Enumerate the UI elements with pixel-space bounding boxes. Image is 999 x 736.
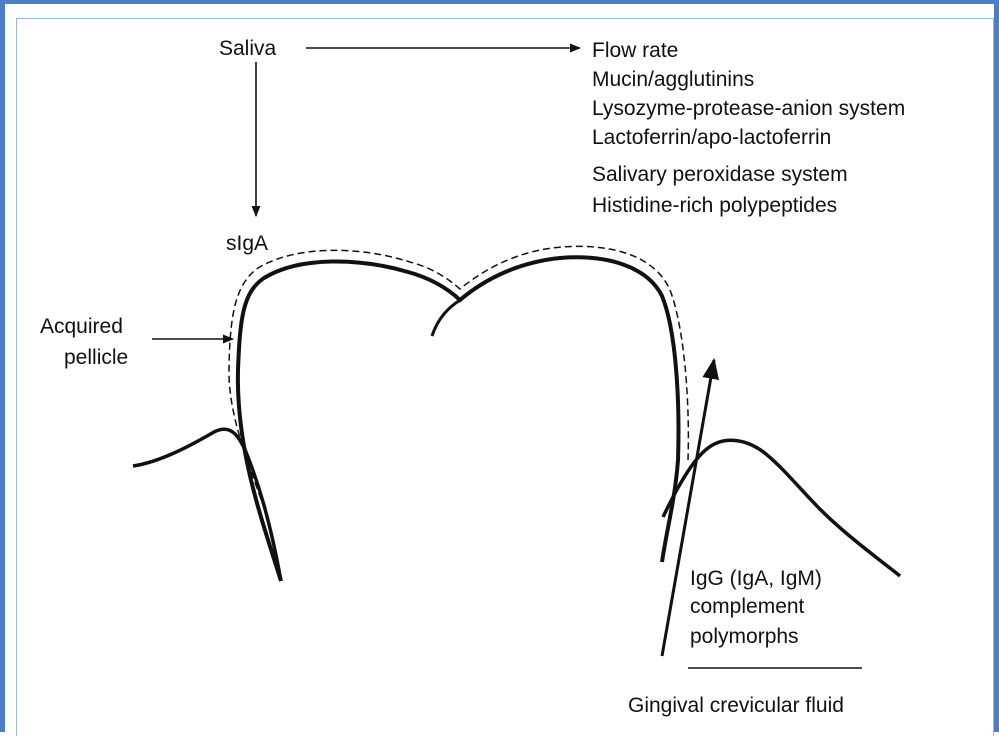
gcf-label: Gingival crevicular fluid <box>628 694 844 717</box>
saliva-factor-item: Flow rate <box>592 39 678 62</box>
saliva-label: Saliva <box>219 37 277 60</box>
saliva-factor-item: Histidine-rich polypeptides <box>592 194 837 217</box>
saliva-factor-list: Flow rate Mucin/agglutinins Lysozyme-pro… <box>592 39 905 217</box>
gcf-factor-item: polymorphs <box>690 625 799 648</box>
saliva-factor-item: Lactoferrin/apo-lactoferrin <box>592 126 831 149</box>
gcf-factor-item: IgG (IgA, IgM) <box>690 567 822 590</box>
gcf-factor-item: complement <box>690 595 805 618</box>
right-gingiva <box>663 440 900 576</box>
pellicle-layer <box>229 246 688 520</box>
siga-label: sIgA <box>226 232 268 255</box>
saliva-factor-item: Salivary peroxidase system <box>592 163 848 186</box>
tooth-outline <box>238 257 679 581</box>
pellicle-label-line1: Acquired <box>40 315 123 338</box>
tooth-fissure <box>432 300 460 336</box>
saliva-factor-item: Mucin/agglutinins <box>592 68 754 91</box>
gcf-factor-list: IgG (IgA, IgM) complement polymorphs <box>690 567 822 648</box>
saliva-factor-item: Lysozyme-protease-anion system <box>592 97 905 120</box>
pellicle-label-line2: pellicle <box>64 346 128 369</box>
